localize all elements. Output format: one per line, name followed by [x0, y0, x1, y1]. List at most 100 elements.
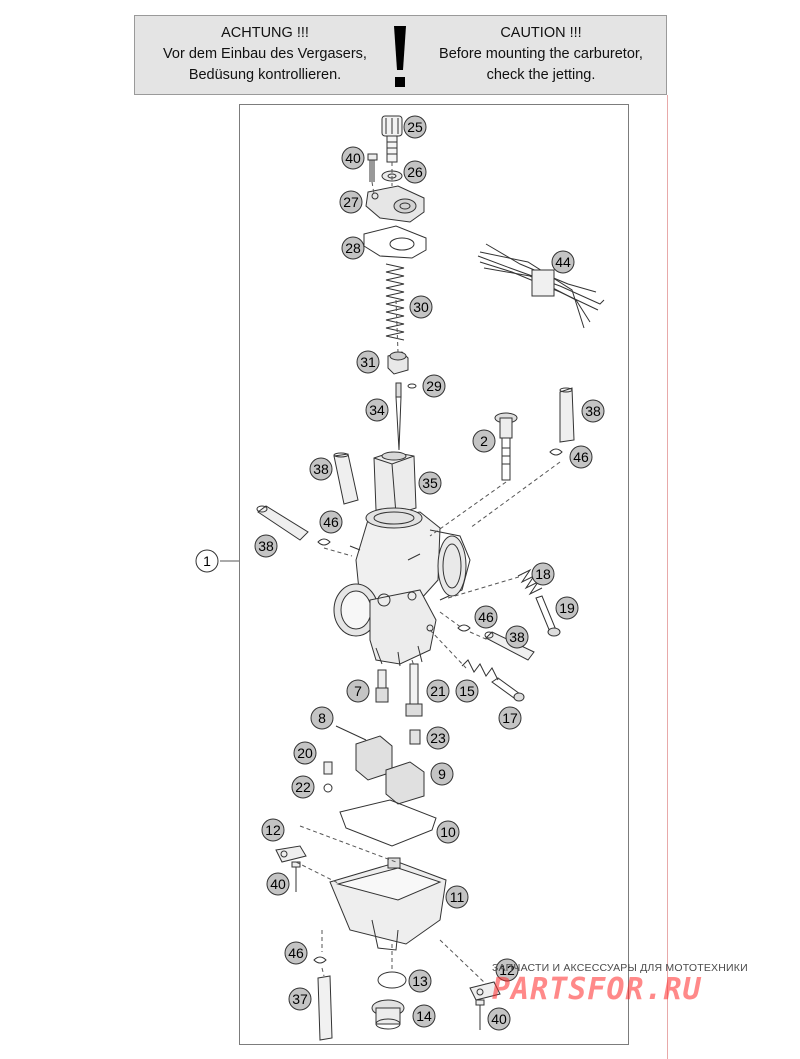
exclamation-icon	[394, 26, 406, 87]
callout-10: 10	[436, 820, 460, 844]
callout-1: 1	[195, 549, 219, 573]
callout-label: 40	[491, 1011, 507, 1027]
callout-label: 30	[413, 299, 429, 315]
callout-label: 11	[450, 889, 465, 905]
caution-box: ACHTUNG !!! Vor dem Einbau des Vergasers…	[134, 15, 667, 95]
part-idle-screw	[535, 595, 561, 637]
callout-31: 31	[356, 350, 380, 374]
callout-label: 46	[288, 945, 304, 961]
callout-46: 46	[284, 941, 308, 965]
callout-17: 17	[498, 706, 522, 730]
callout-26: 26	[403, 160, 427, 184]
part-bowl-screw	[475, 999, 485, 1030]
callout-label: 23	[430, 730, 446, 746]
callout-label: 10	[440, 824, 456, 840]
callout-27: 27	[339, 190, 363, 214]
callout-label: 35	[422, 475, 438, 491]
callout-label: 38	[585, 403, 601, 419]
part-hose-clip	[549, 448, 563, 456]
callout-label: 20	[297, 745, 313, 761]
part-float-bowl-gasket	[339, 799, 437, 847]
part-cover-gasket	[363, 225, 427, 259]
callout-18: 18	[531, 562, 555, 586]
watermark-caption: ЗАПЧАСТИ И АКСЕССУАРЫ ДЛЯ МОТОТЕХНИКИ	[492, 962, 748, 974]
callout-label: 22	[295, 779, 311, 795]
caution-en-line: check the jetting.	[486, 67, 596, 83]
margin-rule	[667, 95, 668, 1059]
part-mixing-chamber-cover	[365, 185, 425, 223]
part-idle-spring	[517, 568, 543, 596]
callout-38: 38	[254, 534, 278, 558]
callout-label: 25	[407, 119, 423, 135]
callout-38: 38	[581, 399, 605, 423]
callout-22: 22	[291, 775, 315, 799]
callout-label: 27	[343, 194, 359, 210]
callout-21: 21	[426, 679, 450, 703]
callout-label: 1	[203, 553, 211, 569]
callout-37: 37	[288, 987, 312, 1011]
callout-label: 2	[480, 433, 488, 449]
callout-14: 14	[412, 1004, 436, 1028]
callout-label: 7	[354, 683, 362, 699]
callout-30: 30	[409, 295, 433, 319]
callout-label: 38	[313, 461, 329, 477]
part-drain-hose	[317, 975, 333, 1041]
callout-2: 2	[472, 429, 496, 453]
part-hose-set	[477, 243, 605, 329]
part-hose-clip	[317, 538, 331, 546]
callout-label: 21	[430, 683, 446, 699]
callout-19: 19	[555, 596, 579, 620]
callout-28: 28	[341, 236, 365, 260]
callout-29: 29	[422, 374, 446, 398]
caution-text-german: ACHTUNG !!! Vor dem Einbau des Vergasers…	[145, 23, 385, 86]
callout-46: 46	[319, 510, 343, 534]
part-float-needle	[323, 761, 333, 775]
caution-en-heading: CAUTION !!!	[500, 25, 582, 41]
part-float-bowl	[329, 857, 447, 951]
part-jet-needle	[395, 382, 402, 451]
callout-13: 13	[408, 969, 432, 993]
callout-8: 8	[310, 706, 334, 730]
callout-23: 23	[426, 726, 450, 750]
callout-label: 40	[345, 150, 361, 166]
part-cable-bracket	[275, 845, 307, 863]
part-vent-hose	[559, 387, 575, 443]
callout-label: 12	[265, 822, 281, 838]
callout-25: 25	[403, 115, 427, 139]
callout-label: 46	[478, 609, 494, 625]
part-needle-jet	[405, 663, 423, 717]
part-idle-air-screw-assembly	[494, 412, 518, 481]
callout-label: 31	[360, 354, 376, 370]
part-carburetor-body	[333, 507, 471, 667]
callout-9: 9	[430, 762, 454, 786]
callout-15: 15	[455, 679, 479, 703]
callout-label: 28	[345, 240, 361, 256]
part-washer	[323, 783, 333, 793]
part-idle-jet	[375, 669, 389, 703]
callout-40: 40	[266, 872, 290, 896]
callout-label: 34	[369, 402, 385, 418]
callout-34: 34	[365, 398, 389, 422]
assembly-frame	[239, 104, 629, 1045]
part-air-screw	[491, 677, 525, 702]
part-drain-plug	[371, 999, 405, 1030]
part-bowl-screw	[291, 861, 301, 892]
part-cover-screw	[367, 153, 378, 182]
caution-text-english: CAUTION !!! Before mounting the carburet…	[421, 23, 661, 86]
callout-38: 38	[309, 457, 333, 481]
callout-label: 46	[573, 449, 589, 465]
part-throttle-slide	[373, 451, 417, 515]
watermark-logo: PARTSFOR.RU	[492, 972, 702, 1007]
callout-label: 13	[412, 973, 428, 989]
callout-label: 44	[555, 254, 571, 270]
callout-label: 15	[459, 683, 475, 699]
site-watermark: ЗАПЧАСТИ И АКСЕССУАРЫ ДЛЯ МОТОТЕХНИКИ PA…	[492, 962, 792, 1007]
callout-label: 9	[438, 766, 446, 782]
part-float	[355, 735, 425, 805]
callout-label: 18	[535, 566, 551, 582]
part-vent-hose	[333, 452, 359, 505]
part-needle-holder	[387, 351, 409, 375]
part-o-ring	[377, 971, 407, 989]
